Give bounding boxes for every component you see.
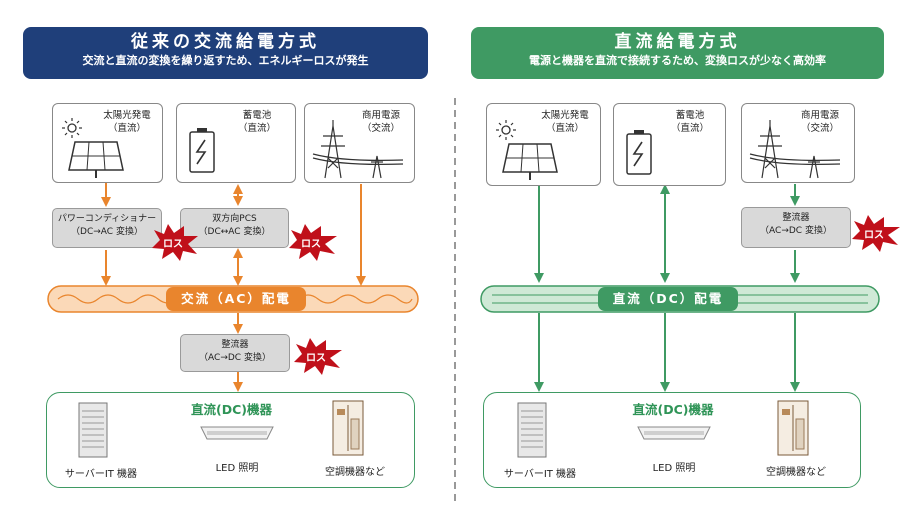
ac-bus-label: 交流（AC）配電 (166, 287, 306, 311)
left-device-server-label: サーバーIT 機器 (64, 469, 138, 480)
right-battery-box: 蓄電池 （直流） (613, 103, 726, 186)
loss-badge-4: ロス (850, 213, 902, 253)
grid-type: （交流） (361, 123, 400, 134)
left-subtitle: 交流と直流の変換を繰り返すため、エネルギーロスが発生 (82, 54, 369, 67)
right-power-tower-icon (749, 120, 841, 179)
right-battery-label: 蓄電池 (675, 110, 705, 121)
pcs-label: 双方向PCS (212, 214, 257, 224)
right-air-conditioner-icon (777, 400, 809, 456)
air-conditioner-icon (332, 400, 364, 456)
solar-panel-icon (62, 118, 124, 178)
right-grid-box: 商用電源 （交流） (741, 103, 855, 183)
left-battery-box: 蓄電池 （直流） (176, 103, 296, 183)
left-rectifier-desc: （AC→DC 変換） (199, 353, 271, 363)
right-rectifier-desc: （AC→DC 変換） (760, 226, 832, 236)
left-devices-title: 直流(DC)機器 (191, 402, 272, 417)
left-rectifier-label: 整流器 (221, 340, 249, 350)
right-devices-box: 直流(DC)機器 サーバーIT 機器 LED 照明 空調機器など (483, 392, 861, 488)
right-devices-title: 直流(DC)機器 (632, 402, 714, 417)
right-rectifier: 整流器 （AC→DC 変換） (741, 207, 851, 248)
battery-label: 蓄電池 (242, 110, 272, 121)
left-rectifier: 整流器 （AC→DC 変換） (180, 334, 290, 372)
right-device-led-label: LED 照明 (652, 463, 696, 474)
right-solar-label: 太陽光発電 (541, 110, 589, 121)
battery-type: （直流） (237, 123, 276, 134)
left-title: 従来の交流給電方式 (131, 32, 320, 52)
left-bidirectional-pcs: 双方向PCS （DC↔AC 変換） (180, 208, 289, 248)
loss-badge-2: ロス (287, 222, 339, 262)
power-conditioner-label: パワーコンディショナー (57, 214, 157, 224)
right-solar-type: （直流） (545, 123, 584, 134)
left-device-led-label: LED 照明 (215, 463, 259, 474)
grid-label: 商用電源 (361, 110, 400, 121)
loss-badge-1: ロス (150, 222, 200, 262)
pcs-desc: （DC↔AC 変換） (198, 227, 271, 237)
left-header: 従来の交流給電方式 交流と直流の変換を繰り返すため、エネルギーロスが発生 (23, 27, 428, 79)
right-solar-box: 太陽光発電 （直流） (486, 103, 601, 186)
led-light-icon (200, 426, 274, 440)
left-solar-box: 太陽光発電 （直流） (52, 103, 163, 183)
loss-label-3: ロス (306, 353, 326, 364)
right-led-light-icon (637, 426, 711, 440)
right-subtitle: 電源と機器を直流で接続するため、変換ロスが少なく高効率 (529, 54, 826, 67)
right-title: 直流給電方式 (614, 32, 741, 52)
right-solar-panel-icon (496, 120, 558, 180)
battery-icon (189, 128, 215, 173)
loss-label-1: ロス (163, 239, 183, 250)
solar-type: （直流） (107, 123, 146, 134)
loss-label-4: ロス (864, 230, 884, 241)
right-grid-type: （交流） (800, 123, 839, 134)
right-rectifier-label: 整流器 (782, 213, 810, 223)
right-device-ac-label: 空調機器など (766, 467, 826, 478)
power-conditioner-desc: （DC→AC 変換） (71, 227, 143, 237)
server-icon (78, 402, 108, 458)
left-devices-box: 直流(DC)機器 サーバーIT 機器 LED 照明 空調機器など (46, 392, 415, 488)
right-server-icon (517, 402, 547, 458)
right-grid-label: 商用電源 (800, 110, 839, 121)
solar-label: 太陽光発電 (103, 110, 151, 121)
left-power-conditioner: パワーコンディショナー （DC→AC 変換） (52, 208, 162, 248)
left-device-ac-label: 空調機器など (325, 467, 385, 478)
right-header: 直流給電方式 電源と機器を直流で接続するため、変換ロスが少なく高効率 (471, 27, 884, 79)
right-battery-icon (626, 130, 652, 175)
power-tower-icon (312, 120, 404, 179)
loss-badge-3: ロス (292, 336, 344, 376)
left-grid-box: 商用電源 （交流） (304, 103, 415, 183)
dc-bus-label: 直流（DC）配電 (598, 287, 738, 311)
loss-label-2: ロス (301, 239, 321, 250)
right-battery-type: （直流） (670, 123, 709, 134)
right-device-server-label: サーバーIT 機器 (503, 469, 577, 480)
